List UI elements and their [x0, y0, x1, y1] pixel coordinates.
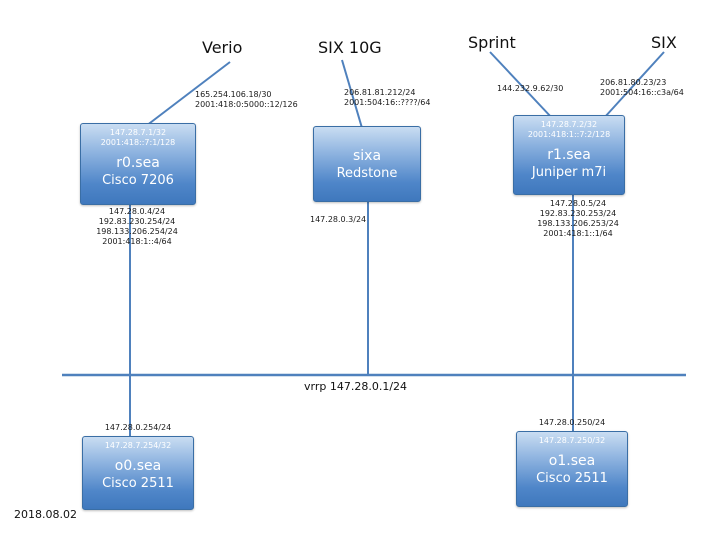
node-loopback: 147.28.7.250/32 [538, 436, 606, 445]
link-six-line [603, 51, 665, 119]
annotation-line: 147.28.0.250/24 [538, 418, 606, 427]
node-model: Juniper m7i [531, 165, 607, 180]
annotation-line: 2001:418:0:5000::12/126 [195, 100, 298, 109]
node-model: Cisco 7206 [102, 173, 174, 188]
link-verio-line [145, 61, 231, 127]
annotation-line: 147.28.0.254/24 [104, 423, 172, 432]
node-name: o1.sea [548, 453, 596, 469]
node-o1-sea: 147.28.7.250/32 o1.sea Cisco 2511 [516, 431, 628, 507]
link-sprint-line [489, 51, 553, 119]
node-name: r0.sea [116, 155, 160, 171]
uplink-label-verio: Verio [202, 38, 243, 57]
node-model: Redstone [336, 166, 398, 181]
uplink-label-six: SIX [651, 33, 677, 52]
annotation-r1-interfaces: 147.28.0.5/24 192.83.230.253/24 198.133.… [518, 199, 638, 239]
node-loopback: 147.28.7.2/32 [540, 120, 598, 129]
node-sixa: sixa Redstone [313, 126, 421, 202]
node-name: r1.sea [547, 147, 591, 163]
node-loopback-v6: 2001:418::7:1/128 [100, 138, 176, 147]
node-model: Cisco 2511 [102, 476, 174, 491]
annotation-line: 2001:418:1::1/64 [543, 229, 613, 238]
annotation-line: 198.133.206.253/24 [537, 219, 619, 228]
date-label: 2018.08.02 [14, 508, 77, 521]
annotation-line: 2001:418:1::4/64 [102, 237, 172, 246]
uplink-label-six10g: SIX 10G [318, 38, 382, 57]
annotation-six10g-addresses: 206.81.81.212/24 2001:504:16::????/64 [344, 88, 430, 108]
annotation-line: 192.83.230.254/24 [98, 217, 176, 226]
vrrp-bus-label: vrrp 147.28.0.1/24 [304, 380, 408, 393]
annotation-r0-interfaces: 147.28.0.4/24 192.83.230.254/24 198.133.… [77, 207, 197, 247]
annotation-verio-addresses: 165.254.106.18/30 2001:418:0:5000::12/12… [195, 90, 298, 110]
annotation-six-addresses: 206.81.80.23/23 2001:504:16::c3a/64 [600, 78, 684, 98]
annotation-line: 147.28.0.4/24 [108, 207, 166, 216]
node-model: Cisco 2511 [536, 471, 608, 486]
node-name: o0.sea [114, 458, 162, 474]
node-r0-sea: 147.28.7.1/32 2001:418::7:1/128 r0.sea C… [80, 123, 196, 205]
annotation-sixa-interfaces: 147.28.0.3/24 [310, 215, 366, 225]
annotation-sprint-addresses: 144.232.9.62/30 [497, 84, 563, 94]
annotation-line: 206.81.81.212/24 [344, 88, 416, 97]
link-six10g-line [341, 59, 363, 129]
node-loopback: 147.28.7.254/32 [104, 441, 172, 450]
node-name: sixa [352, 148, 382, 164]
annotation-line: 147.28.0.3/24 [310, 215, 367, 224]
annotation-line: 198.133.206.254/24 [96, 227, 178, 236]
node-loopback: 147.28.7.1/32 [109, 128, 167, 137]
annotation-line: 192.83.230.253/24 [539, 209, 617, 218]
uplink-label-sprint: Sprint [468, 33, 516, 52]
annotation-line: 206.81.80.23/23 [600, 78, 667, 87]
annotation-o1-interface: 147.28.0.250/24 [514, 418, 630, 428]
annotation-line: 2001:504:16::c3a/64 [600, 88, 684, 97]
annotation-line: 147.28.0.5/24 [549, 199, 607, 208]
annotation-line: 144.232.9.62/30 [497, 84, 564, 93]
node-r1-sea: 147.28.7.2/32 2001:418:1::7:2/128 r1.sea… [513, 115, 625, 195]
node-o0-sea: 147.28.7.254/32 o0.sea Cisco 2511 [82, 436, 194, 510]
annotation-line: 2001:504:16::????/64 [344, 98, 431, 107]
node-loopback-v6: 2001:418:1::7:2/128 [527, 130, 611, 139]
annotation-o0-interface: 147.28.0.254/24 [80, 423, 196, 433]
annotation-line: 165.254.106.18/30 [195, 90, 272, 99]
